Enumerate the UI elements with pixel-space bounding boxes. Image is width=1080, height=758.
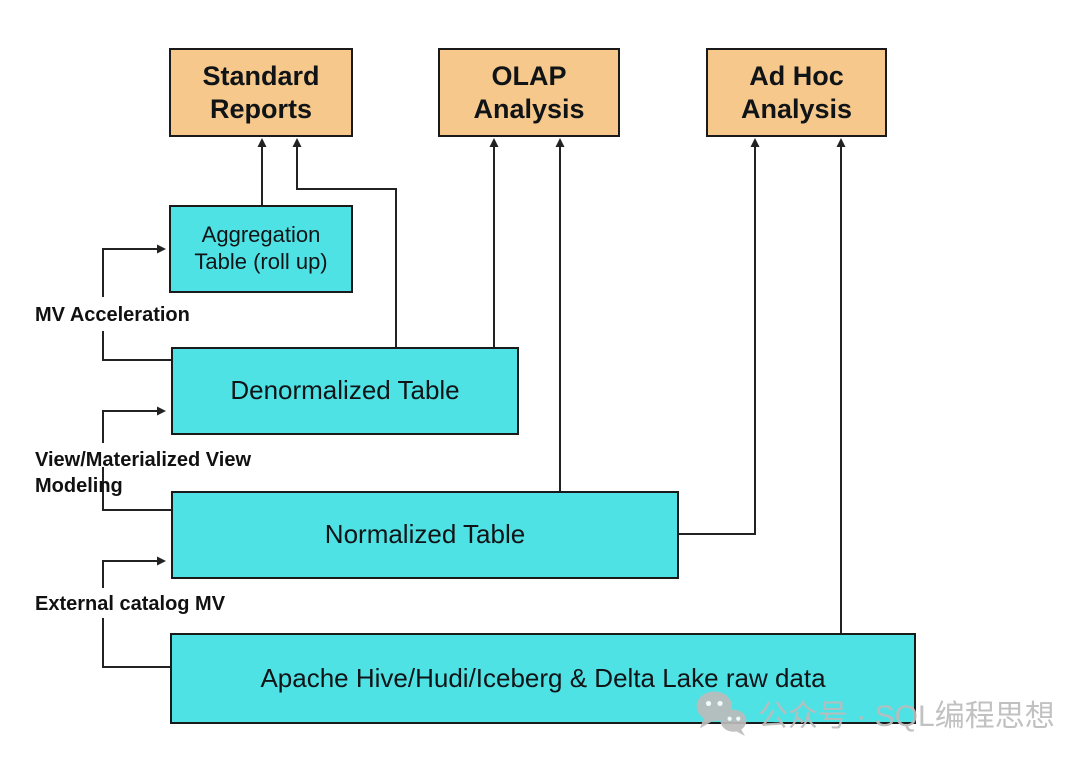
node-olap-analysis: OLAP Analysis [438,48,620,137]
node-standard-reports-label: Standard Reports [202,60,320,124]
node-olap-analysis-label: OLAP Analysis [473,60,585,124]
edge-label-mv-acceleration: MV Acceleration [35,304,190,326]
node-denormalized-table: Denormalized Table [171,347,519,435]
node-aggregation-table: Aggregation Table (roll up) [169,205,353,293]
edge-modeling-into-denormalized [102,406,166,443]
node-normalized-table-label: Normalized Table [324,519,526,550]
node-adhoc-analysis: Ad Hoc Analysis [706,48,887,137]
edge-rawdata-out-left [102,618,170,668]
edge-catalog-into-normalized [102,556,166,588]
watermark: 公众号 · SQL编程思想 [694,690,1055,736]
watermark-text: 公众号 · SQL编程思想 [758,700,1055,733]
edge-mv-into-aggregation [102,244,166,297]
node-adhoc-analysis-label: Ad Hoc Analysis [740,60,853,124]
wechat-icon [696,691,747,736]
node-denormalized-table-label: Denormalized Table [230,375,460,406]
node-raw-data: Apache Hive/Hudi/Iceberg & Delta Lake ra… [170,633,916,724]
edge-label-external-catalog: External catalog MV [35,593,226,615]
node-aggregation-table-label: Aggregation Table (roll up) [194,222,328,274]
edge-label-view-modeling: View/Materialized View Modeling [35,449,252,497]
node-normalized-table: Normalized Table [171,491,679,579]
edge-denormalized-out-left [102,331,171,361]
node-standard-reports: Standard Reports [169,48,353,137]
node-raw-data-label: Apache Hive/Hudi/Iceberg & Delta Lake ra… [260,662,826,693]
edge-normalized-to-adhoc [679,138,760,535]
